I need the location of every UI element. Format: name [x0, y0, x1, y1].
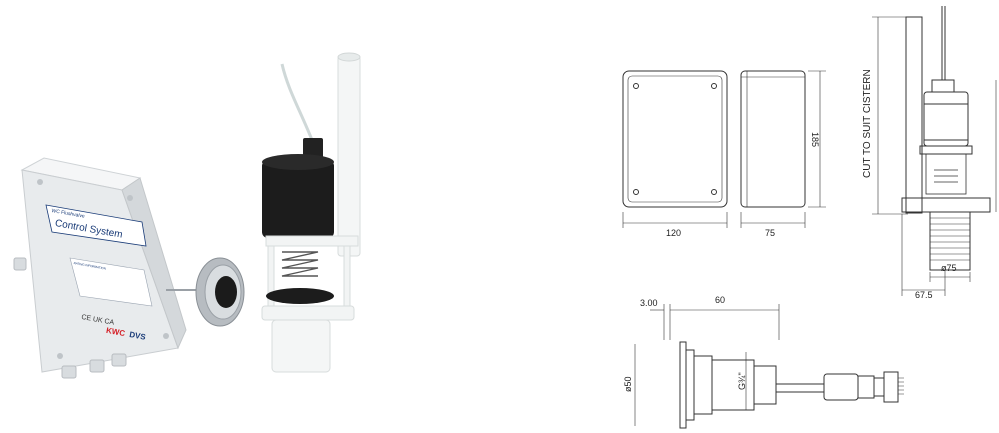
dim-valve-dia: ø75	[941, 263, 957, 273]
dim-sensor-dia: ø50	[623, 376, 633, 392]
box-front-view	[622, 70, 728, 208]
dim-box-depth: 75	[765, 228, 776, 238]
dim-box-width: 120	[666, 228, 682, 238]
flush-valve	[261, 52, 361, 373]
dim-sensor-length: 60	[715, 295, 726, 305]
brand-blue-text: DVS	[128, 330, 147, 342]
box-side-view	[740, 70, 806, 208]
brand-red-text: KWC	[105, 325, 126, 339]
sensor-flange	[166, 257, 245, 327]
dim-sensor-thickness: 3.00	[640, 298, 658, 308]
valve-elevation	[872, 6, 997, 296]
technical-drawings	[622, 6, 997, 429]
dim-sensor-thread: G¾"	[737, 372, 747, 390]
dim-box-height: 185	[810, 132, 820, 148]
sensor-elevation	[634, 304, 904, 429]
dim-valve-offset: 67.5	[915, 290, 933, 300]
cut-to-suit-label: CUT TO SUIT CISTERN	[862, 69, 873, 178]
control-box	[13, 157, 187, 379]
